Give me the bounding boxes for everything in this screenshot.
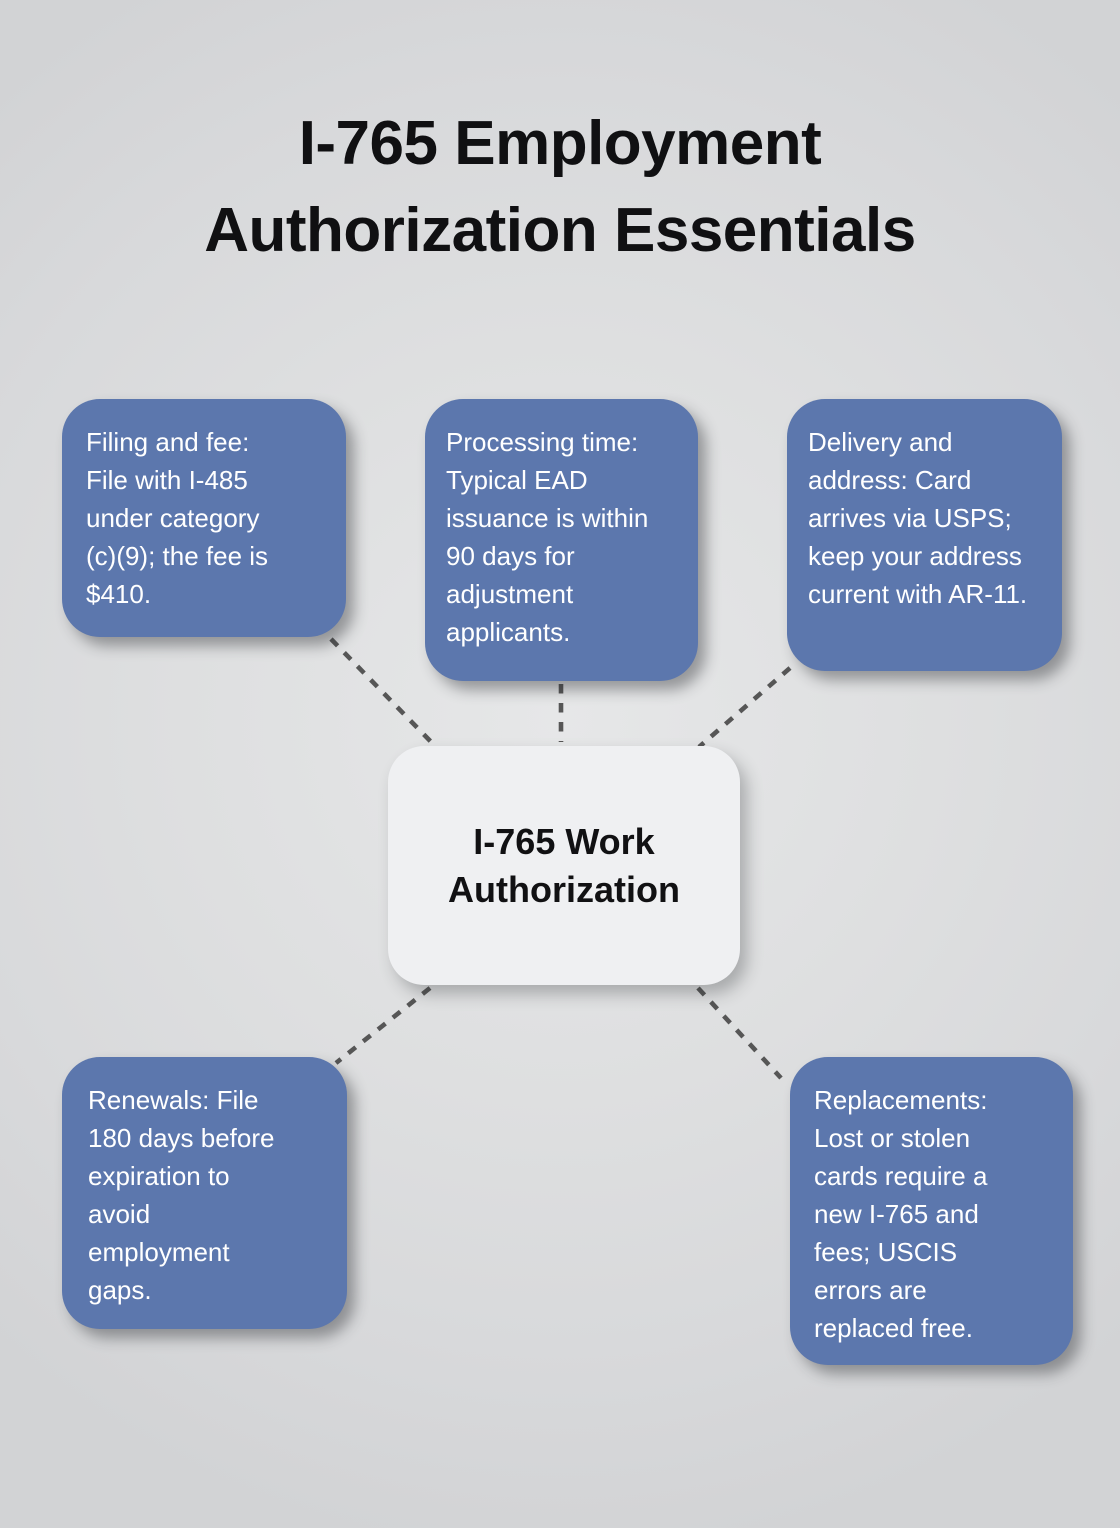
connector-filing-fee [329,637,439,750]
connector-replacements [696,986,783,1080]
central-node-title-line1: I-765 Work [473,820,655,862]
connector-delivery-address [697,666,792,749]
node-delivery-address-text: Delivery and address: Card arrives via U… [808,427,1028,609]
central-node-title-line2: Authorization [448,868,680,910]
node-renewals: Renewals: File 180 days before expiratio… [62,1057,347,1329]
connector-renewals [334,986,432,1065]
node-delivery-address: Delivery and address: Card arrives via U… [787,399,1062,671]
node-renewals-text: Renewals: File 180 days before expiratio… [88,1085,275,1305]
node-processing-time: Processing time: Typical EAD issuance is… [425,399,698,681]
node-processing-time-text: Processing time: Typical EAD issuance is… [446,427,649,647]
page-title-line2: Authorization Essentials [204,196,916,265]
node-filing-fee-text: Filing and fee: File with I-485 under ca… [86,427,269,609]
node-filing-fee: Filing and fee: File with I-485 under ca… [62,399,346,637]
node-replacements-text: Replacements: Lost or stolen cards requi… [814,1085,988,1343]
page-title-line1: I-765 Employment [298,109,822,178]
node-replacements: Replacements: Lost or stolen cards requi… [790,1057,1073,1365]
